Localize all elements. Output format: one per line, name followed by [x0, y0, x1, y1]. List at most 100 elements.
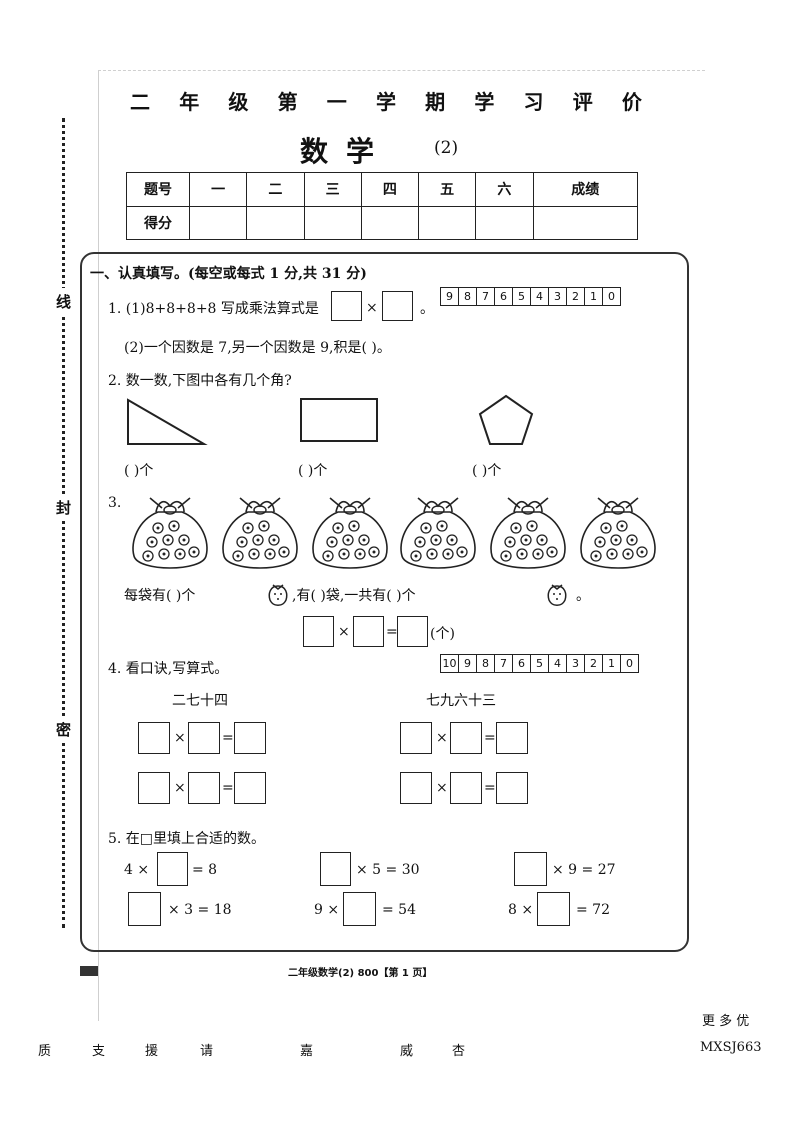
strawberry-icon [547, 584, 567, 606]
side-char-xian: 线 [56, 288, 72, 315]
score-cell-2[interactable] [246, 205, 305, 240]
score-cell-5[interactable] [417, 205, 477, 240]
q4-answer-box[interactable] [450, 722, 482, 754]
q5-item-6-box[interactable] [537, 892, 570, 926]
rectangle-shape [300, 398, 378, 442]
q3-line-a: 每袋有( )个 [124, 588, 196, 604]
q5-item-3-box[interactable] [514, 852, 547, 886]
bottom-code: MXSJ663 [700, 1040, 762, 1055]
q3-box-3[interactable] [397, 616, 428, 647]
q4-answer-box[interactable] [400, 772, 432, 804]
bottom-char-6: 威 [400, 1044, 414, 1059]
q3-box-1[interactable] [303, 616, 334, 647]
side-char-feng: 封 [56, 494, 72, 521]
q4-answer-box[interactable] [138, 722, 170, 754]
q5-item-4-post: × 3 = 18 [168, 902, 232, 918]
q4-text: 4. 看口诀,写算式。 [108, 661, 229, 677]
bottom-char-7: 杏 [452, 1044, 466, 1059]
strawberry-bag-image [222, 497, 298, 569]
score-cell-total[interactable] [532, 205, 638, 240]
bottom-char-5: 嘉 [300, 1044, 314, 1059]
equals-sign: = [222, 730, 234, 746]
equals-sign: = [484, 780, 496, 796]
q3-line-c: 。 [576, 588, 590, 604]
score-cell-6[interactable] [475, 205, 534, 240]
q5-item-4-box[interactable] [128, 892, 161, 926]
strawberry-bag-image [580, 497, 656, 569]
q1a-answer-box-2[interactable] [382, 291, 413, 321]
bottom-char-3: 援 [145, 1044, 159, 1059]
q5-item-5-pre: 9 × [314, 902, 340, 918]
q1b-text: (2)一个因数是 7,另一个因数是 9,积是( )。 [124, 340, 391, 356]
strawberry-bag-image [490, 497, 566, 569]
score-cell-4[interactable] [360, 205, 420, 240]
q4-rhyme-2: 七九六十三 [426, 693, 496, 709]
page-footer: 二年级数学(2) 800【第 1 页】 [288, 968, 433, 979]
q4-answer-box[interactable] [496, 772, 528, 804]
q5-item-1-post: = 8 [192, 862, 218, 878]
exam-sheet [98, 70, 705, 1021]
q5-text: 5. 在□里填上合适的数。 [108, 831, 266, 847]
score-table-score-row: 得分 [126, 205, 638, 240]
q4-answer-box[interactable] [188, 772, 220, 804]
q3-box-2[interactable] [353, 616, 384, 647]
q4-answer-box[interactable] [450, 772, 482, 804]
q4-rhyme-1: 二七十四 [172, 693, 228, 709]
section-heading: 一、认真填写。(每空或每式 1 分,共 31 分) [90, 266, 367, 282]
triangle-shape [127, 398, 208, 445]
q3-unit: (个) [430, 626, 455, 642]
score-cell-3[interactable] [303, 205, 362, 240]
q2-text: 2. 数一数,下图中各有几个角? [108, 373, 292, 389]
pentagon-shape [478, 394, 534, 445]
section-frame [80, 252, 689, 952]
q1a-text: 1. (1)8+8+8+8 写成乘法算式是 [108, 301, 319, 317]
q4-answer-box[interactable] [138, 772, 170, 804]
subject-title: 数学 [300, 135, 393, 168]
q2-answer-3: ( )个 [472, 463, 502, 479]
side-char-mi: 密 [56, 716, 72, 743]
q5-item-5-post: = 54 [382, 902, 416, 918]
q3-number: 3. [108, 495, 122, 511]
strawberry-icon [268, 584, 288, 606]
binding-dotted-line [62, 118, 65, 928]
q5-item-5-box[interactable] [343, 892, 376, 926]
score-table: 题号 一 二 三 四 五 六 成绩 得分 [126, 172, 638, 240]
q4-answer-box[interactable] [496, 722, 528, 754]
q4-answer-box[interactable] [234, 722, 266, 754]
page-title: 二 年 级 第 一 学 期 学 习 评 价 [130, 90, 642, 114]
times-sign: × [436, 730, 448, 746]
q5-item-1-box[interactable] [157, 852, 188, 886]
bottom-char-1: 质 [38, 1044, 52, 1059]
q1a-period: 。 [420, 301, 434, 317]
q5-item-6-post: = 72 [576, 902, 610, 918]
q4-answer-box[interactable] [234, 772, 266, 804]
equals-sign: = [386, 624, 398, 640]
strawberry-bag-image [400, 497, 476, 569]
equals-sign: = [484, 730, 496, 746]
q5-item-2-box[interactable] [320, 852, 351, 886]
q4-answer-box[interactable] [188, 722, 220, 754]
strawberry-bag-image [312, 497, 388, 569]
score-cell-1[interactable] [188, 205, 248, 240]
q2-answer-1: ( )个 [124, 463, 154, 479]
q3-line-b: ,有( )袋,一共有( )个 [292, 588, 416, 604]
q5-item-6-pre: 8 × [508, 902, 534, 918]
edition-label: (2) [434, 138, 459, 158]
times-sign: × [436, 780, 448, 796]
times-sign: × [174, 730, 186, 746]
times-sign: × [174, 780, 186, 796]
page-mark [80, 966, 98, 976]
q4-answer-box[interactable] [400, 722, 432, 754]
q5-item-2-post: × 5 = 30 [356, 862, 420, 878]
q5-item-1-pre: 4 × [124, 862, 150, 878]
bottom-char-2: 支 [92, 1044, 106, 1059]
times-sign: × [366, 300, 378, 316]
strawberry-bag-image [132, 497, 208, 569]
bottom-right-text: 更 多 优 [702, 1014, 750, 1029]
bottom-char-4: 请 [200, 1044, 214, 1059]
q1a-answer-box-1[interactable] [331, 291, 362, 321]
times-sign: × [338, 624, 350, 640]
equals-sign: = [222, 780, 234, 796]
